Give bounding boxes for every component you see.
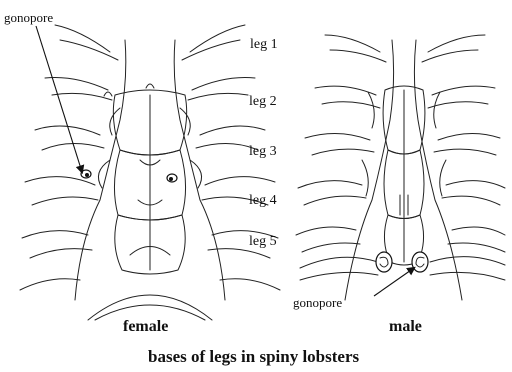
male-sternum-drawing [296,35,505,300]
leg-label-2: leg 2 [249,94,277,110]
gonopore-label-bottom: gonopore [293,295,342,311]
leg-label-5: leg 5 [249,234,277,250]
figure-caption: bases of legs in spiny lobsters [148,347,359,367]
leg-label-1: leg 1 [250,37,278,53]
male-label: male [389,318,422,336]
gonopore-arrow-male [374,268,414,296]
leg-label-4: leg 4 [249,193,277,209]
gonopore-label-top: gonopore [4,10,53,26]
leg-label-3: leg 3 [249,144,277,160]
female-label: female [123,318,168,336]
female-sternum-drawing [20,25,280,320]
